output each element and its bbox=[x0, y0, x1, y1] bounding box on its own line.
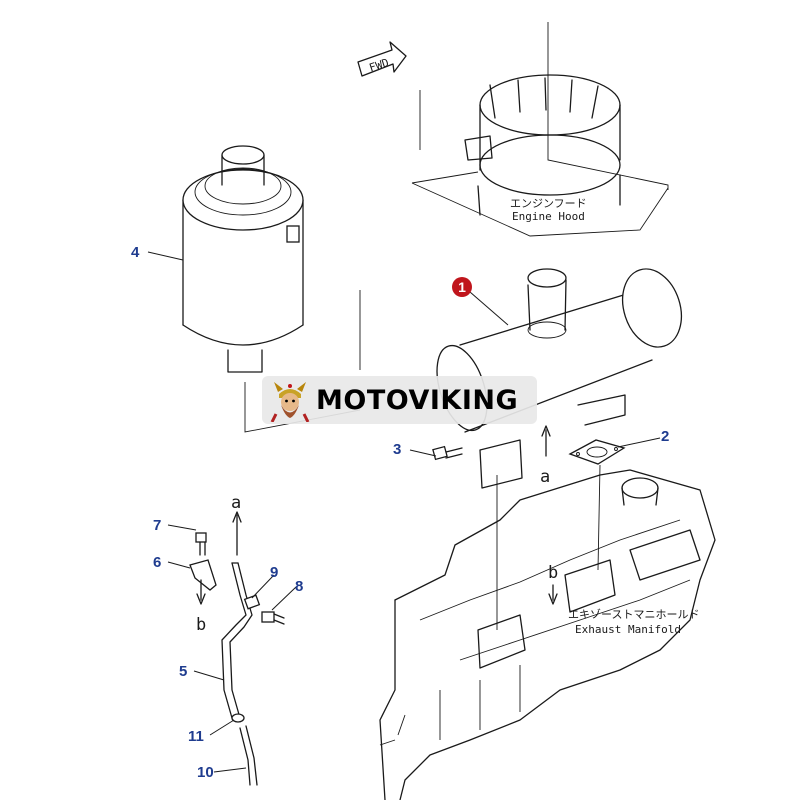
engine-hood-jp-label: エンジンフード bbox=[510, 197, 587, 210]
motoviking-watermark: MOTOVIKING bbox=[262, 376, 537, 424]
callout-5: 5 bbox=[179, 663, 187, 680]
part-5-pipe-assembly bbox=[189, 532, 285, 786]
engine-hood: エンジンフード Engine Hood bbox=[411, 22, 669, 237]
callout-2: 2 bbox=[661, 428, 669, 445]
callout-8: 8 bbox=[295, 578, 303, 595]
part-2-gasket bbox=[568, 439, 626, 465]
part-1-muffler bbox=[436, 268, 683, 489]
fwd-label: FWD bbox=[368, 56, 391, 75]
part-3-bolt bbox=[432, 445, 463, 461]
viking-mascot-icon bbox=[270, 382, 310, 422]
engine-hood-en-label: Engine Hood bbox=[512, 210, 585, 223]
reference-arrows: a b a b bbox=[196, 425, 558, 635]
callout-10: 10 bbox=[197, 764, 214, 781]
watermark-text: MOTOVIKING bbox=[316, 384, 519, 416]
ref-a-upper: a bbox=[231, 493, 241, 513]
callout-4: 4 bbox=[131, 244, 140, 261]
mounting-guide-lines bbox=[496, 464, 601, 630]
ref-b-right: b bbox=[548, 563, 558, 583]
exhaust-manifold-en-label: Exhaust Manifold bbox=[575, 623, 681, 636]
callout-1: 1 bbox=[452, 277, 472, 297]
callout-9: 9 bbox=[270, 564, 278, 581]
ref-a-right: a bbox=[540, 467, 550, 487]
callout-6: 6 bbox=[153, 554, 161, 571]
leader-lines bbox=[147, 251, 661, 773]
callout-3: 3 bbox=[393, 441, 401, 458]
ref-b-left: b bbox=[196, 615, 206, 635]
engine-block bbox=[379, 469, 716, 800]
svg-text:1: 1 bbox=[458, 279, 466, 295]
fwd-arrow: FWD bbox=[357, 41, 407, 77]
callout-11: 11 bbox=[188, 728, 204, 745]
part-4-canister bbox=[182, 145, 361, 433]
exhaust-manifold-jp-label: エキゾーストマニホールド bbox=[568, 608, 699, 621]
callout-7: 7 bbox=[153, 517, 161, 534]
